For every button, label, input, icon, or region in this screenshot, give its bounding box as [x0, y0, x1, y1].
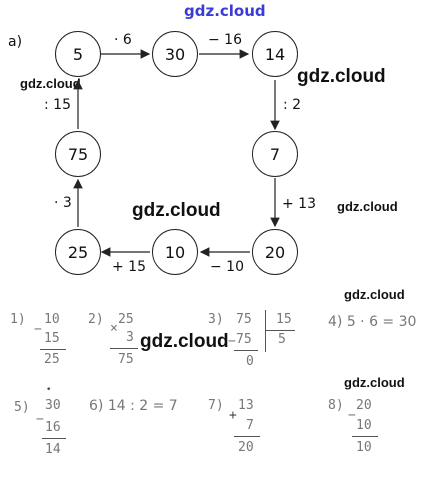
calc-5-result: 14 [45, 442, 61, 457]
calc-7-a: 13 [238, 398, 254, 413]
calc-7-b: 7 [246, 418, 254, 433]
node: 30 [152, 31, 198, 77]
watermark: gdz.cloud [344, 287, 405, 302]
calc-3-number: 3) [208, 312, 224, 327]
watermark: gdz.cloud [20, 76, 81, 91]
calc-2-a: 25 [118, 312, 134, 327]
calc-3-subtrahend: 75 [236, 332, 252, 347]
edge-label: − 16 [208, 32, 242, 48]
edge-label: : 15 [44, 97, 71, 113]
calc-5-rule [42, 438, 66, 439]
calc-1-b: 15 [44, 331, 60, 346]
calc-8-a: 20 [356, 398, 372, 413]
node: 75 [55, 131, 101, 177]
edge-label: · 6 [114, 32, 132, 48]
watermark: gdz.cloud [140, 331, 229, 352]
calc-2-sign: × [110, 321, 118, 336]
calc-6: 6) 14 : 2 = 7 [89, 398, 178, 414]
calc-1-sign: − [34, 322, 42, 337]
calc-1-number: 1) [10, 312, 26, 327]
edge-label: : 2 [283, 97, 302, 113]
calc-1-rule [40, 349, 66, 350]
calc-5-sign: − [36, 412, 44, 427]
node: 14 [252, 31, 298, 77]
calc-8-b: 10 [356, 418, 372, 433]
edge-label: + 15 [112, 259, 146, 275]
watermark: gdz.cloud [297, 66, 386, 87]
calc-3-rule [234, 350, 258, 351]
calc-3-divisor: 15 [276, 312, 292, 327]
calc-3-dividend: 75 [236, 312, 252, 327]
cycle-arrows [73, 49, 280, 257]
calc-5-b: 16 [45, 420, 61, 435]
watermark: gdz.cloud [337, 199, 398, 214]
node: 7 [252, 131, 298, 177]
calc-3-quotient-rule [265, 330, 295, 331]
edge-label: + 13 [282, 196, 316, 212]
calc-3-remainder: 0 [246, 354, 254, 369]
calc-7-number: 7) [208, 398, 224, 413]
watermark: gdz.cloud [344, 375, 405, 390]
calc-8-sign: − [348, 408, 356, 423]
calc-8-rule [352, 436, 378, 437]
calc-8-number: 8) [328, 398, 344, 413]
calc-1-result: 25 [44, 352, 60, 367]
watermark: gdz.cloud [132, 200, 221, 221]
part-a-label: a) [8, 34, 23, 50]
calc-5-number: 5) [14, 400, 30, 415]
calc-2-b: 3 [126, 330, 134, 345]
calc-3-minus: − [228, 334, 236, 349]
calc-3-quotient: 5 [278, 332, 286, 347]
calc-2-number: 2) [88, 312, 104, 327]
calc-7-rule [234, 436, 260, 437]
calc-5-a: 30 [45, 398, 61, 413]
node: 5 [55, 31, 101, 77]
edge-label: · 3 [54, 195, 72, 211]
calc-2-rule [110, 348, 138, 349]
calc-3-divider [265, 310, 266, 352]
calc-4: 4) 5 · 6 = 30 [328, 314, 417, 330]
calc-7-sign: + [229, 408, 237, 423]
watermark-top: gdz.cloud [184, 2, 266, 20]
calc-8-result: 10 [356, 440, 372, 455]
node: 25 [55, 229, 101, 275]
calc-2-result: 75 [118, 352, 134, 367]
calc-7-result: 20 [238, 440, 254, 455]
calc-5-borrow-dot: • [46, 385, 52, 395]
edge-label: − 10 [210, 259, 244, 275]
node: 10 [152, 229, 198, 275]
calc-1-a: 10 [44, 312, 60, 327]
node: 20 [252, 229, 298, 275]
